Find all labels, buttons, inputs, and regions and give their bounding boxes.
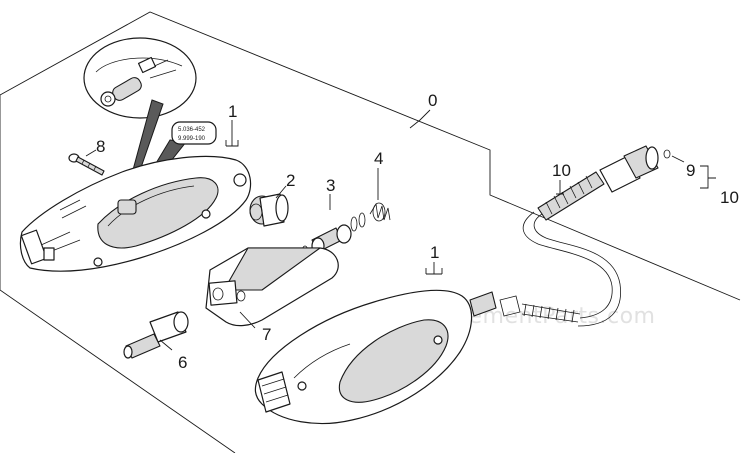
callout-piece-7: 7	[262, 325, 271, 344]
callout-piece-8: 8	[96, 137, 105, 156]
piece-7	[205, 247, 339, 327]
screw-8	[68, 153, 105, 176]
callout-piece-3: 3	[326, 176, 335, 195]
callout-handle-right: 1	[430, 243, 439, 262]
detail-inset	[83, 37, 197, 119]
callout-piece-9: 9	[686, 161, 695, 180]
hose-coupling	[469, 291, 581, 323]
handle-half-left	[19, 155, 252, 272]
tag-line-1: 5.036-452	[178, 127, 206, 133]
callout-piece-2: 2	[286, 171, 295, 190]
leader-lines	[85, 109, 716, 351]
assembly-frame-lower	[0, 95, 236, 453]
hose-10	[522, 145, 659, 327]
piece-2	[249, 193, 289, 227]
piece-9	[663, 149, 671, 159]
assembly-frame	[0, 11, 741, 301]
part-number-tag: 5.036-452 9.999-190	[171, 121, 217, 145]
callout-piece-10-bracket: 10	[720, 188, 739, 207]
callout-piece-4: 4	[374, 149, 383, 168]
tag-line-2: 9.999-190	[178, 136, 206, 142]
piece-6	[123, 311, 189, 359]
callout-assembly: 0	[428, 91, 437, 110]
callout-handle-left: 1	[228, 102, 237, 121]
piece-4-spring	[369, 202, 391, 222]
callout-piece-6: 6	[178, 353, 187, 372]
handle-half-right	[254, 289, 473, 425]
callout-piece-10-hose: 10	[552, 161, 571, 180]
piece-3	[283, 212, 366, 269]
